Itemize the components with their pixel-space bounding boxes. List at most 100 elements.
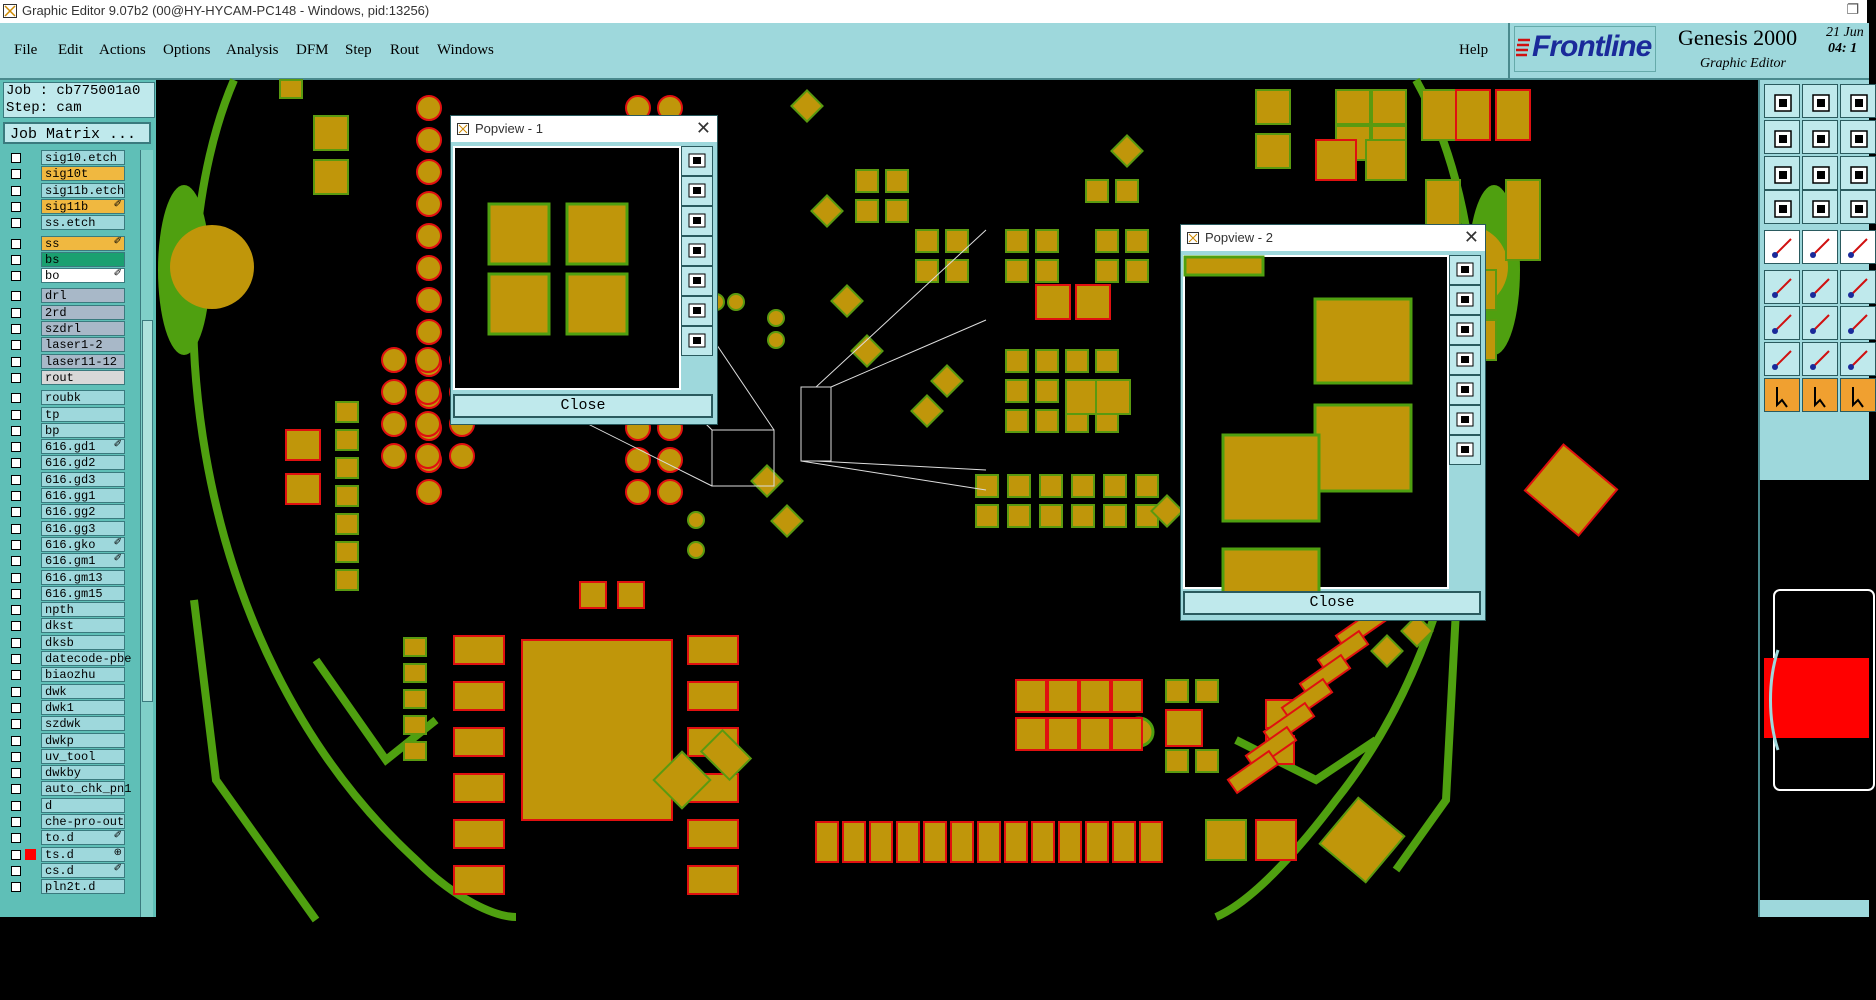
layer-name[interactable]: to.d [41, 830, 125, 846]
layer-checkbox[interactable] [11, 425, 21, 436]
popview-1-window[interactable]: Popview - 1 ✕ Close [450, 115, 718, 425]
layer-row[interactable]: uv_tool [3, 748, 125, 764]
popview-1-titlebar[interactable]: Popview - 1 ✕ [451, 116, 717, 142]
tool-button-icon[interactable] [1840, 156, 1876, 190]
popview-2-fit-icon[interactable] [1449, 345, 1481, 375]
layer-checkbox[interactable] [11, 507, 21, 518]
layer-name[interactable]: 616.gm13 [41, 569, 125, 585]
layer-row[interactable]: cs.d✐ [3, 862, 125, 878]
layer-color-swatch[interactable] [25, 735, 36, 746]
popview-1-view[interactable] [453, 146, 681, 390]
popview-2-layers-icon[interactable] [1449, 255, 1481, 285]
layer-checkbox[interactable] [11, 572, 21, 583]
layer-color-swatch[interactable] [25, 751, 36, 762]
layer-color-swatch[interactable] [25, 490, 36, 501]
tool-button-icon[interactable] [1802, 342, 1838, 376]
layer-color-swatch[interactable] [25, 572, 36, 583]
layer-color-swatch[interactable] [25, 372, 36, 383]
layer-checkbox[interactable] [11, 291, 21, 302]
layer-checkbox[interactable] [11, 491, 21, 501]
popview-1-zoom-window-icon[interactable] [681, 296, 713, 326]
layer-checkbox[interactable] [11, 865, 21, 876]
menu-actions[interactable]: Actions [99, 42, 146, 58]
tool-button-icon[interactable] [1764, 378, 1800, 412]
tool-button-icon[interactable] [1802, 378, 1838, 412]
popview-1-layers-icon[interactable] [681, 146, 713, 176]
layer-checkbox[interactable] [11, 185, 21, 196]
layer-checkbox[interactable] [11, 523, 21, 534]
layer-color-swatch[interactable] [25, 457, 36, 468]
layer-color-swatch[interactable] [25, 669, 36, 680]
layer-color-swatch[interactable] [25, 523, 36, 534]
layer-color-swatch[interactable] [25, 506, 36, 517]
tool-button-icon[interactable] [1764, 230, 1800, 264]
layer-name[interactable]: sig10t [41, 166, 125, 182]
layer-checkbox[interactable] [11, 372, 21, 383]
layer-checkbox[interactable] [11, 153, 21, 163]
popview-2-zoom-out-icon[interactable] [1449, 315, 1481, 345]
layer-row[interactable]: bo✐ [3, 268, 125, 284]
layer-row[interactable]: 616.gm15 [3, 585, 125, 601]
popview-1-zoom-out-icon[interactable] [681, 206, 713, 236]
layer-row[interactable]: 616.gd2 [3, 455, 125, 471]
layer-row[interactable]: rout [3, 369, 125, 385]
popview-1-pan-icon[interactable] [681, 266, 713, 296]
tool-button-icon[interactable] [1802, 190, 1838, 224]
layer-color-swatch[interactable] [25, 201, 36, 212]
layer-checkbox[interactable] [11, 409, 21, 420]
tool-button-icon[interactable] [1764, 120, 1800, 154]
layer-color-swatch[interactable] [25, 152, 36, 163]
layer-row[interactable]: dwk1 [3, 699, 125, 715]
layer-row[interactable]: biaozhu [3, 667, 125, 683]
tool-button-icon[interactable] [1840, 190, 1876, 224]
layer-row[interactable]: ss✐ [3, 235, 125, 251]
layer-row[interactable]: d [3, 797, 125, 813]
layer-row[interactable]: datecode-pbe [3, 651, 131, 666]
layer-row[interactable]: dwkby [3, 765, 125, 781]
layer-color-swatch[interactable] [25, 254, 36, 265]
layer-name[interactable]: d [41, 797, 125, 813]
close-icon[interactable]: ✕ [1463, 227, 1479, 248]
layer-name[interactable]: szdrl [41, 321, 125, 336]
layer-color-swatch[interactable] [25, 339, 36, 350]
layer-row[interactable]: sig11b✐ [3, 198, 125, 214]
layer-checkbox[interactable] [11, 539, 21, 550]
layer-name[interactable]: 616.gd1 [41, 439, 125, 455]
layer-name[interactable]: bs [41, 251, 125, 267]
layer-row[interactable]: 616.gg3 [3, 520, 125, 536]
tool-button-icon[interactable] [1840, 84, 1876, 118]
layer-row[interactable]: laser11-12 [3, 353, 125, 369]
layer-name[interactable]: rout [41, 369, 125, 385]
layer-color-swatch[interactable] [25, 323, 36, 334]
tool-button-icon[interactable] [1802, 156, 1838, 190]
layer-checkbox[interactable] [11, 800, 21, 811]
layer-name[interactable]: dwk1 [41, 699, 125, 715]
layer-color-swatch[interactable] [25, 767, 36, 778]
layer-row[interactable]: ts.d⊕ [3, 846, 125, 862]
layer-checkbox[interactable] [11, 784, 21, 795]
layer-name[interactable]: sig11b [41, 198, 125, 214]
layer-name[interactable]: sig10.etch [41, 150, 125, 165]
tool-button-icon[interactable] [1840, 230, 1876, 264]
layer-name[interactable]: npth [41, 602, 125, 618]
layer-name[interactable]: tp [41, 406, 125, 422]
layer-row[interactable]: sig10.etch [3, 150, 125, 165]
layer-name[interactable]: bo [41, 268, 125, 284]
layer-color-swatch[interactable] [25, 307, 36, 318]
layer-row[interactable]: sig10t [3, 166, 125, 182]
popview-2-zoom-in-icon[interactable] [1449, 285, 1481, 315]
layer-color-swatch[interactable] [25, 783, 36, 794]
popview-1-fit-icon[interactable] [681, 236, 713, 266]
layer-row[interactable]: 2rd [3, 304, 125, 320]
layer-row[interactable]: 616.gd3 [3, 471, 125, 487]
layer-checkbox[interactable] [11, 218, 21, 229]
layer-checkbox[interactable] [11, 458, 21, 469]
scrollbar-thumb[interactable] [142, 320, 153, 702]
layer-checkbox[interactable] [11, 817, 21, 827]
layer-row[interactable]: szdwk [3, 716, 125, 732]
tool-button-icon[interactable] [1802, 230, 1838, 264]
tool-button-icon[interactable] [1764, 156, 1800, 190]
layer-color-swatch[interactable] [25, 865, 36, 876]
layer-name[interactable]: 616.gg1 [41, 488, 125, 503]
layer-checkbox[interactable] [11, 271, 21, 282]
